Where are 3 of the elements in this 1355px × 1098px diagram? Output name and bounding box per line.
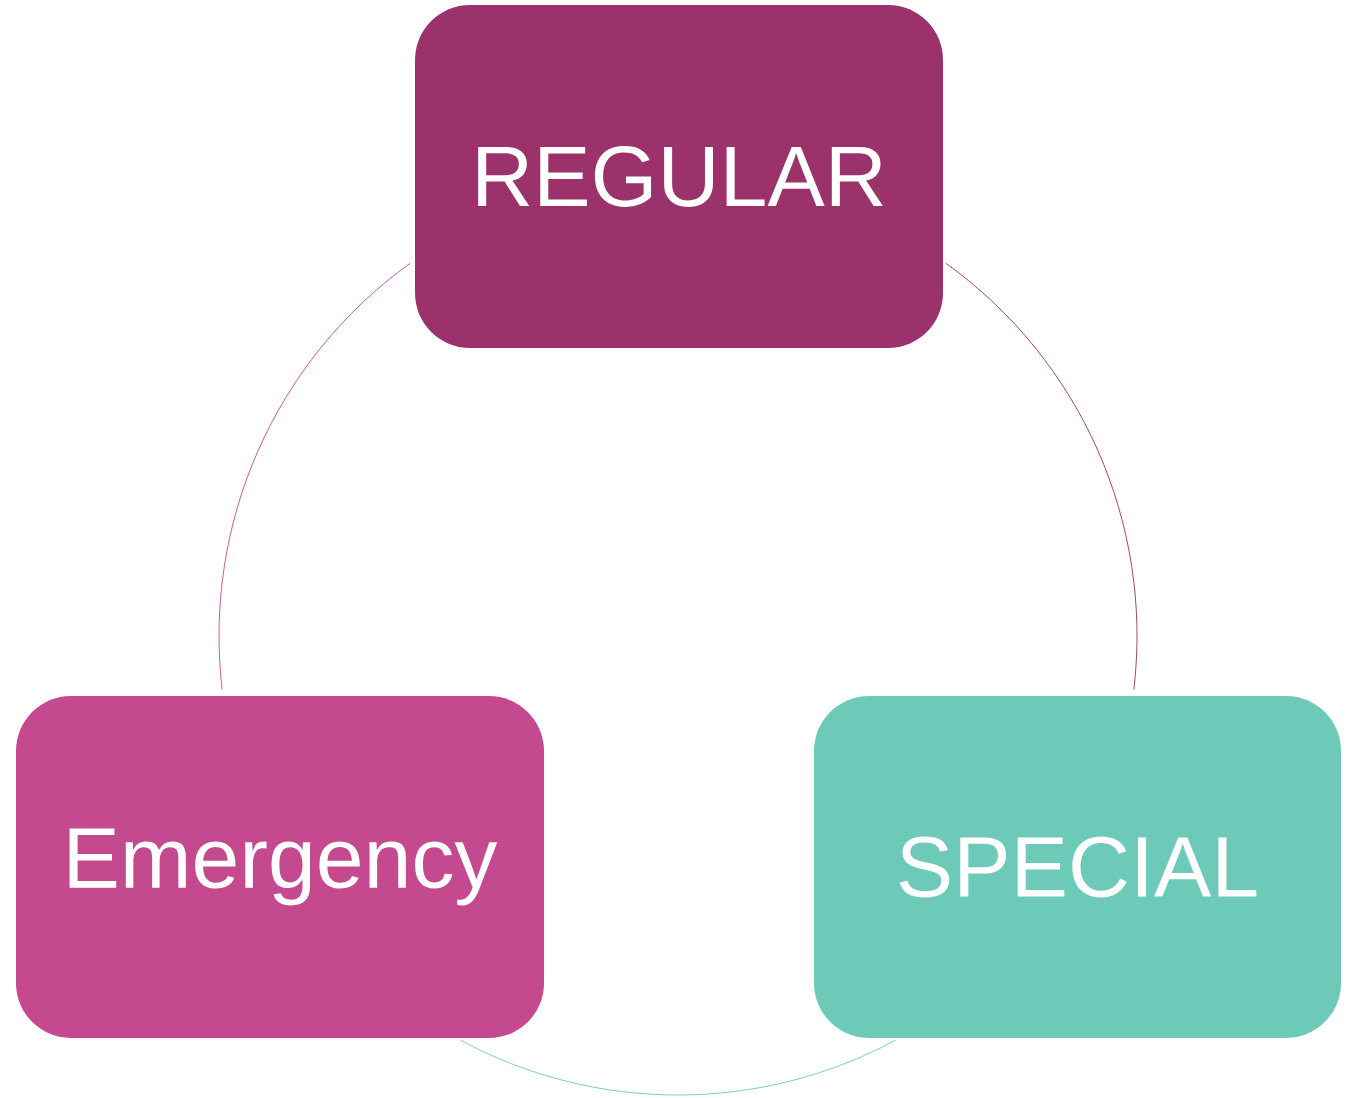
rounded-box: REGULAR	[415, 5, 943, 348]
rounded-box: SPECIAL	[814, 696, 1341, 1038]
rounded-box: Emergency	[16, 696, 544, 1038]
